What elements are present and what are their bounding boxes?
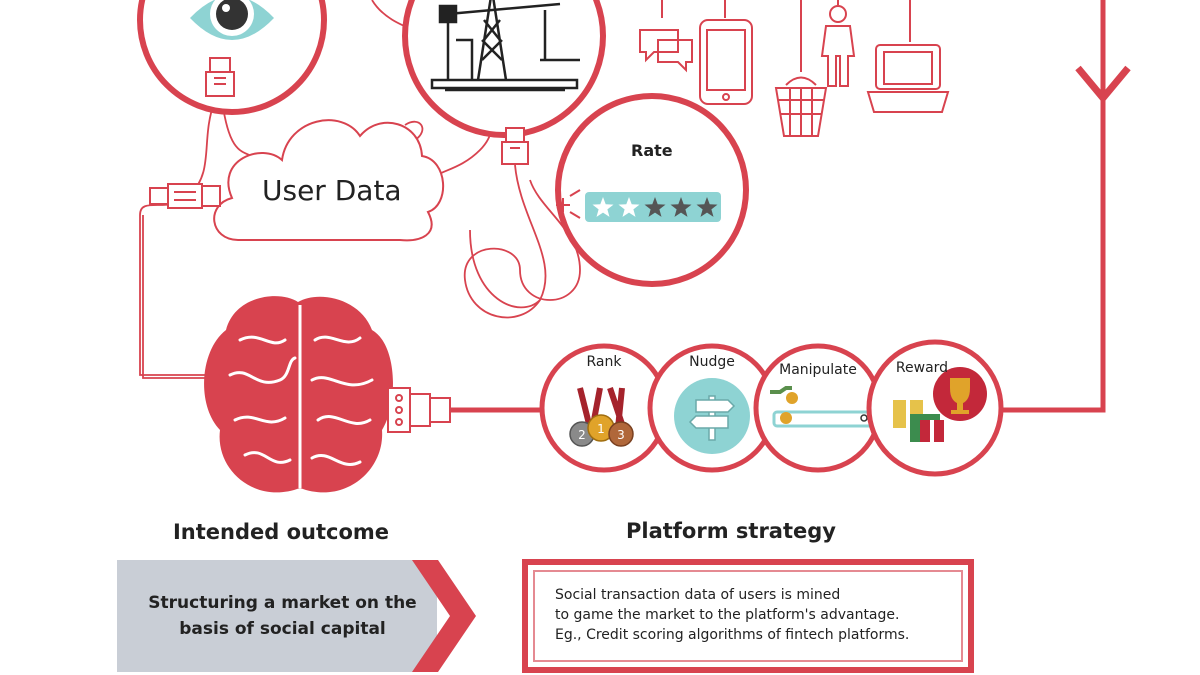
- cloud-icon: [213, 119, 444, 242]
- rate-label: Rate: [631, 141, 673, 160]
- nudge-label: Nudge: [689, 354, 735, 370]
- shopping-basket-icon: [774, 76, 828, 137]
- eye-icon: [190, 0, 274, 40]
- gift-icon: [893, 400, 944, 442]
- phone-icon: [699, 19, 753, 105]
- hanging-icons: [639, 0, 950, 137]
- nudge-node: [647, 343, 777, 473]
- trophy-icon: [950, 378, 970, 414]
- platform-strategy-box: [522, 559, 974, 673]
- strategy-line: to game the market to the platform's adv…: [555, 607, 900, 623]
- oil-rig-node: [402, 0, 606, 138]
- reward-node: [866, 339, 1004, 477]
- intended-outcome-text: Structuring a market on the basis of soc…: [148, 593, 417, 639]
- eye-node: [137, 0, 327, 115]
- manipulate-label: Manipulate: [779, 362, 857, 378]
- manipulate-node: [753, 343, 883, 473]
- rank-node: 2 1 3: [539, 343, 669, 473]
- laptop-icon: [866, 44, 950, 113]
- intended-outcome-heading: Intended outcome: [172, 520, 390, 544]
- medal-icon: 2 1 3: [569, 387, 634, 447]
- brain-icon: [204, 296, 393, 493]
- star-empty-icon: [644, 197, 666, 217]
- usb-plug-icon: [387, 387, 451, 433]
- rating-stars: [592, 197, 718, 217]
- intended-outcome-box: [117, 560, 437, 672]
- strategy-line: Social transaction data of users is mine…: [555, 587, 841, 603]
- medal-number: 3: [617, 428, 625, 442]
- strategy-line: Eg., Credit scoring algorithms of fintec…: [555, 627, 910, 643]
- medal-number: 1: [597, 422, 605, 436]
- star-empty-icon: [670, 197, 692, 217]
- star-filled-icon: [592, 197, 614, 217]
- usb-plug-icon: [205, 57, 235, 97]
- oil-rig-icon: [430, 0, 580, 92]
- medal-number: 2: [578, 428, 586, 442]
- platform-strategy-inner-border: [533, 570, 963, 662]
- arrow-down-icon: [1075, 65, 1131, 104]
- star-empty-icon: [696, 197, 718, 217]
- star-filled-icon: [618, 197, 640, 217]
- outcome-chevron: [412, 560, 476, 672]
- usb-plug-icon: [149, 183, 221, 209]
- chat-bubble-icon: [639, 29, 693, 73]
- coin-icon: [780, 392, 798, 424]
- platform-strategy-text: Social transaction data of users is mine…: [555, 585, 955, 645]
- platform-strategy-heading: Platform strategy: [626, 519, 836, 543]
- flow-line-right: [1000, 0, 1106, 413]
- reward-label: Reward: [895, 360, 949, 376]
- rate-node: [555, 93, 749, 287]
- usb-plug-icon: [501, 127, 529, 165]
- user-data-label: User Data: [262, 174, 402, 207]
- rank-label: Rank: [586, 354, 622, 370]
- signpost-icon: [688, 395, 736, 441]
- person-icon: [820, 5, 856, 87]
- power-plug-icon: [556, 189, 581, 219]
